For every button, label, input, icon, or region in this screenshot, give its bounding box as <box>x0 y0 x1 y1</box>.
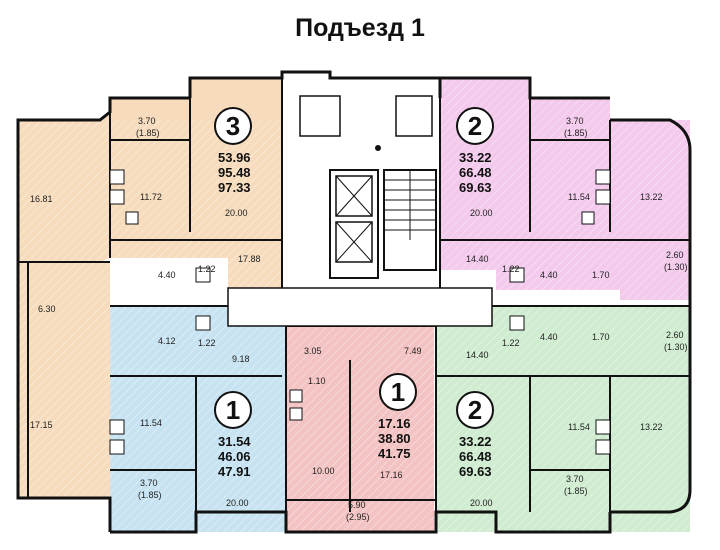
room-label: (1.85) <box>138 490 162 500</box>
total-area: 66.48 <box>459 165 492 180</box>
rooms-count: 3 <box>226 111 240 141</box>
room-label: 4.40 <box>540 332 558 342</box>
total-area-balcony: 41.75 <box>378 446 411 461</box>
room-label: 17.88 <box>238 254 261 264</box>
outer-walls <box>16 70 692 534</box>
room-label: 20.00 <box>470 208 493 218</box>
apartment-badge-3[interactable]: 3 53.96 95.48 97.33 <box>214 107 252 195</box>
room-label: 9.18 <box>232 354 250 364</box>
living-area: 33.22 <box>459 434 492 449</box>
total-area: 66.48 <box>459 449 492 464</box>
room-label: 4.40 <box>158 270 176 280</box>
corridor <box>227 287 493 327</box>
apartment-badge-2-top[interactable]: 2 33.22 66.48 69.63 <box>456 107 494 195</box>
room-label: 3.70 <box>566 116 584 126</box>
room-label: (1.30) <box>664 262 688 272</box>
rooms-count: 2 <box>468 395 482 425</box>
room-label: 1.70 <box>592 270 610 280</box>
room-label: 14.40 <box>466 350 489 360</box>
room-label: 2.60 <box>666 250 684 260</box>
total-area: 46.06 <box>218 449 251 464</box>
room-label: 3.05 <box>304 346 322 356</box>
inner-walls <box>18 78 690 512</box>
room-label: 3.70 <box>138 116 156 126</box>
rooms-count: 2 <box>468 111 482 141</box>
living-area: 17.16 <box>378 416 411 431</box>
room-label: 17.16 <box>380 470 403 480</box>
room-label: 10.00 <box>312 466 335 476</box>
room-label: 1.22 <box>502 264 520 274</box>
room-label: (1.85) <box>136 128 160 138</box>
room-label: 1.22 <box>198 264 216 274</box>
apartment-1-left-fill <box>110 306 286 532</box>
total-area: 95.48 <box>218 165 251 180</box>
room-label: 20.00 <box>470 498 493 508</box>
apartment-badge-2-bottom[interactable]: 2 33.22 66.48 69.63 <box>456 391 494 479</box>
room-label: 3.70 <box>140 478 158 488</box>
total-area-balcony: 47.91 <box>218 464 251 479</box>
room-label: 4.12 <box>158 336 176 346</box>
total-area: 38.80 <box>378 431 411 446</box>
living-area: 31.54 <box>218 434 251 449</box>
room-label: 11.54 <box>568 422 590 432</box>
room-label: 2.60 <box>666 330 684 340</box>
room-label: 20.00 <box>225 208 248 218</box>
apartment-1-center-fill <box>286 326 434 532</box>
total-area-balcony: 97.33 <box>218 180 251 195</box>
living-area: 53.96 <box>218 150 251 165</box>
room-label: 11.54 <box>140 418 162 428</box>
room-label: 11.54 <box>568 192 590 202</box>
apartment-badge-1-left[interactable]: 1 31.54 46.06 47.91 <box>214 391 252 479</box>
rooms-count: 1 <box>226 395 240 425</box>
room-label: 7.49 <box>404 346 422 356</box>
room-label: 13.22 <box>640 422 663 432</box>
room-labels: 16.81 6.30 17.15 3.70 (1.85) 11.72 20.00… <box>30 116 688 522</box>
living-area: 33.22 <box>459 150 492 165</box>
room-label: 3.70 <box>566 474 584 484</box>
room-label: 1.22 <box>198 338 216 348</box>
room-label: (1.30) <box>664 342 688 352</box>
page-title: Подъезд 1 <box>295 14 425 42</box>
room-label: 14.40 <box>466 254 489 264</box>
room-label: (1.85) <box>564 128 588 138</box>
apartment-3-fill <box>18 78 282 498</box>
room-label: 1.70 <box>592 332 610 342</box>
apartment-badge-1-center[interactable]: 1 17.16 38.80 41.75 <box>378 373 417 461</box>
room-label: 13.22 <box>640 192 663 202</box>
total-area-balcony: 69.63 <box>459 180 492 195</box>
room-label: 6.30 <box>38 304 56 314</box>
room-label: (2.95) <box>346 512 370 522</box>
room-label: 4.40 <box>540 270 558 280</box>
room-label: 11.72 <box>140 192 162 202</box>
room-label: 16.81 <box>30 194 53 204</box>
room-label: 17.15 <box>30 420 53 430</box>
fixtures <box>109 169 611 455</box>
room-label: 1.10 <box>308 376 326 386</box>
room-label: 5.90 <box>348 500 366 510</box>
room-label: 1.22 <box>502 338 520 348</box>
total-area-balcony: 69.63 <box>459 464 492 479</box>
room-label: 20.00 <box>226 498 249 508</box>
stairwell <box>299 95 437 279</box>
room-label: (1.85) <box>564 486 588 496</box>
rooms-count: 1 <box>391 377 405 407</box>
